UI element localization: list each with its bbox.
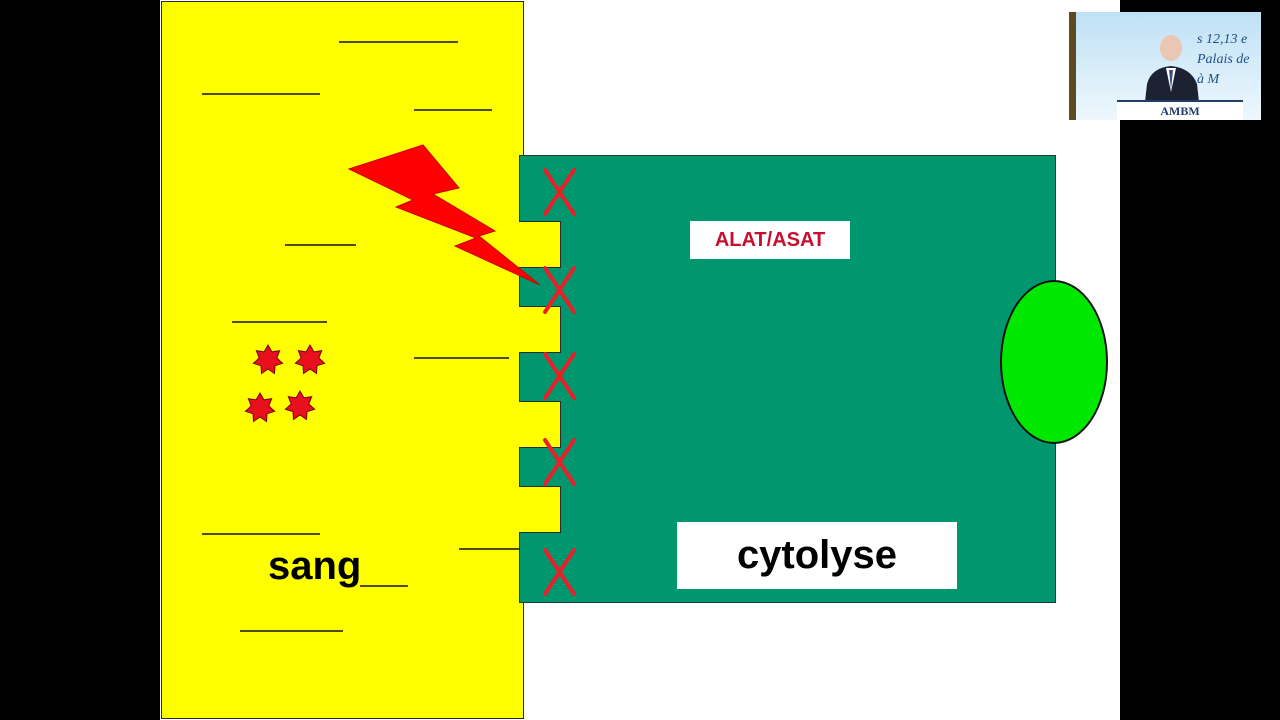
membrane-gap [519, 221, 561, 268]
red-star-icon [284, 389, 316, 421]
blood-label: sang [268, 544, 362, 588]
podium: AMBM [1117, 100, 1243, 120]
red-star-icon [294, 343, 326, 375]
banner-line: s 12,13 e [1197, 32, 1248, 47]
blood-compartment [161, 1, 524, 719]
red-x-mark-icon [543, 352, 576, 400]
red-x-mark-icon [543, 168, 576, 216]
red-x-mark-icon [543, 438, 576, 486]
cytolyse-label: cytolyse [677, 522, 957, 589]
stage-pillar [1069, 12, 1076, 120]
lightning-bolt-icon [347, 144, 541, 286]
cell-nucleus [1000, 280, 1108, 444]
event-banner: s 12,13 e Palais de à M [1197, 30, 1261, 100]
red-x-mark-icon [543, 266, 576, 314]
released-enzymes [244, 343, 326, 423]
blank-lines [202, 41, 519, 632]
banner-line: Palais de [1197, 52, 1250, 67]
membrane-gap [519, 306, 561, 353]
red-star-icon [252, 343, 284, 375]
membrane-gap [519, 401, 561, 448]
podium-text: AMBM [1160, 104, 1200, 118]
membrane-gap [519, 486, 561, 533]
red-star-icon [244, 391, 276, 423]
enzyme-label: ALAT/ASAT [690, 221, 850, 259]
banner-line: à M [1197, 72, 1220, 87]
red-x-mark-icon [543, 548, 576, 596]
speaker-video-inset: s 12,13 e Palais de à M AMBM [1069, 12, 1261, 120]
